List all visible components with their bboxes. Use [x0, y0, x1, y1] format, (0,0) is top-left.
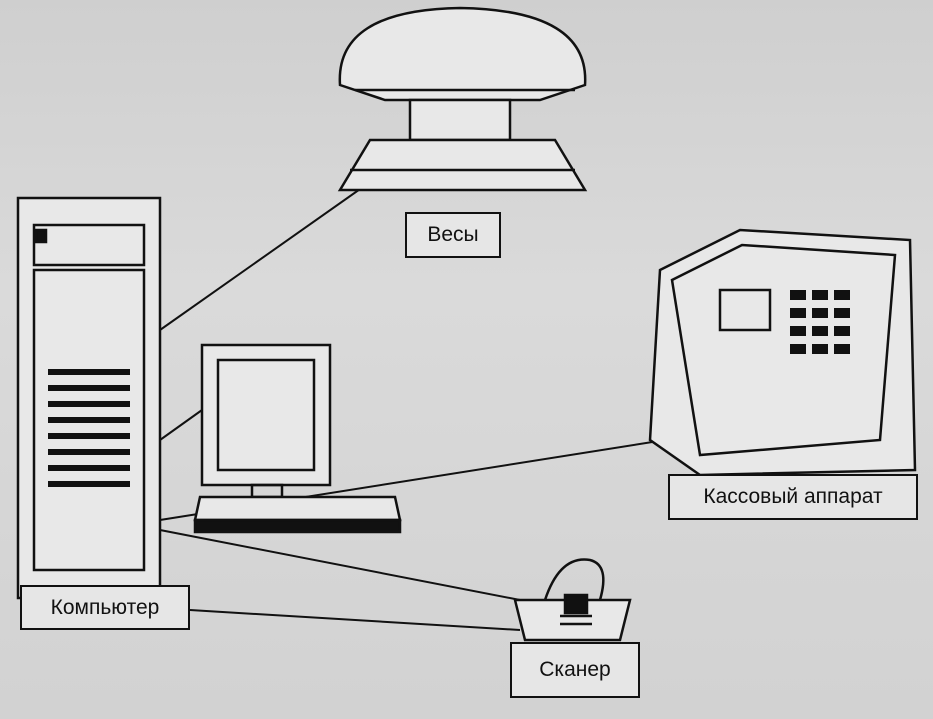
cash-register-icon [648, 228, 917, 477]
label-scanner: Сканер [510, 642, 640, 698]
label-computer: Компьютер [20, 585, 190, 630]
label-cash-register: Кассовый аппарат [668, 474, 918, 520]
keyboard-icon [193, 495, 402, 534]
edge-computer-scanner-2 [189, 609, 521, 631]
monitor-icon [200, 343, 332, 499]
computer-tower-icon [16, 196, 162, 600]
scanner-icon [513, 558, 632, 642]
label-scale: Весы [405, 212, 501, 258]
edge-computer-scanner [159, 529, 521, 601]
edge-computer-scale [159, 174, 381, 331]
scale-icon [337, 6, 588, 192]
